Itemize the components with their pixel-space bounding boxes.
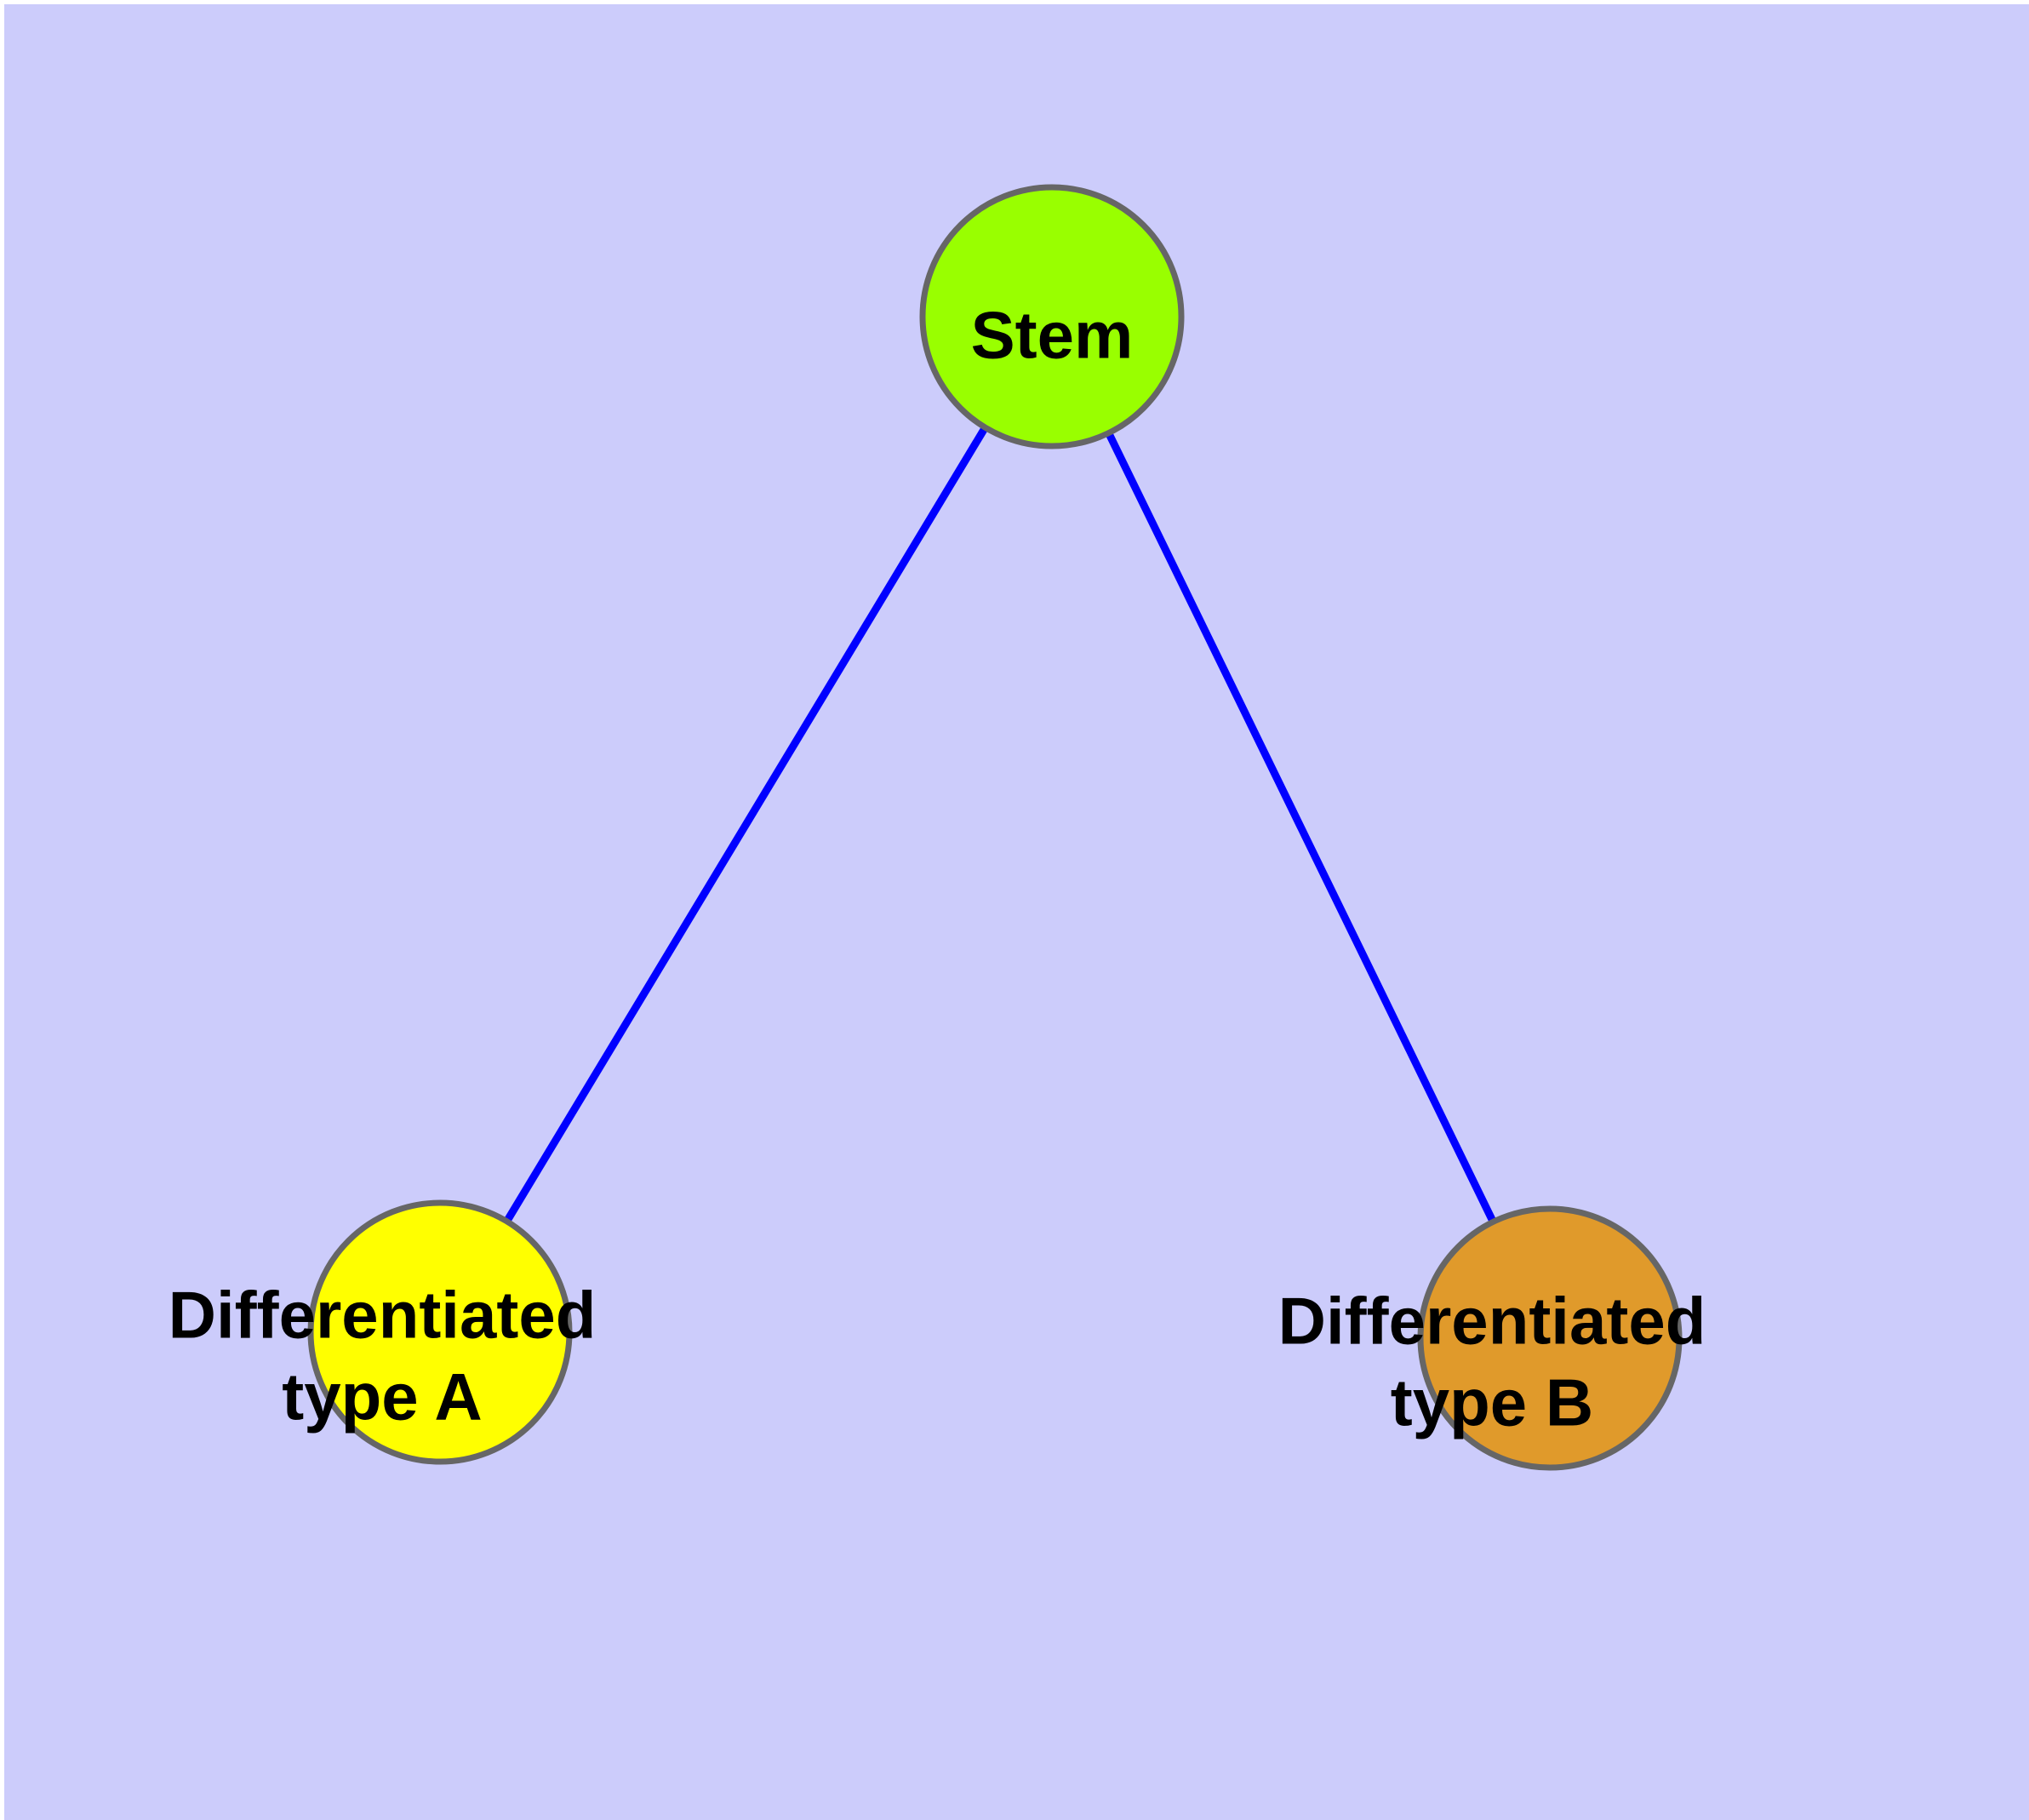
edge-stem-to-b — [1103, 428, 1499, 1227]
node-label-diff-b-line1: Differentiated — [1278, 1284, 1706, 1359]
node-label-stem: Stem — [971, 298, 1134, 373]
node-diff_b[interactable] — [1417, 1205, 1683, 1471]
node-label-diff-b-line2: type B — [1391, 1365, 1593, 1440]
node-diff_a[interactable] — [307, 1199, 573, 1465]
edges-group — [501, 422, 1499, 1227]
edge-stem-to-a — [501, 422, 991, 1227]
nodes-group — [307, 184, 1683, 1471]
node-label-diff-a-line1: Differentiated — [169, 1278, 597, 1353]
node-label-diff-a-line2: type A — [282, 1359, 483, 1434]
node-stem[interactable] — [919, 184, 1185, 449]
